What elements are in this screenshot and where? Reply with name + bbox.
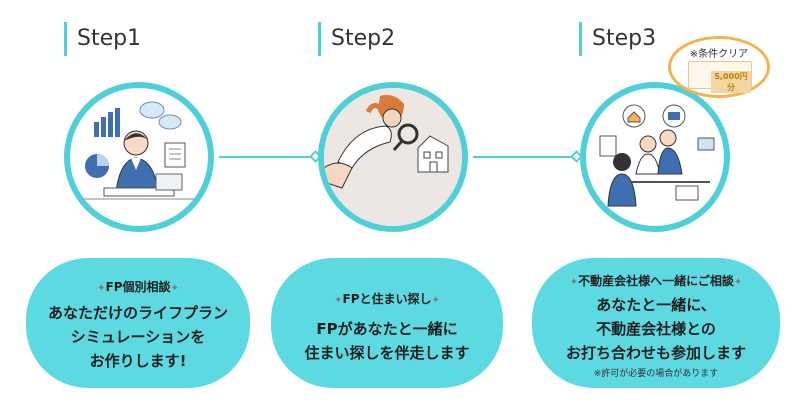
sparkle-icon: ✦	[97, 283, 106, 294]
sparkle-icon: ✦	[431, 295, 440, 306]
step2-description: ✦FPと住まい探し✦ FPがあなたと一緒に 住まい探しを伴走します	[271, 258, 503, 388]
step2-label: Step2	[318, 22, 395, 56]
step3-body-line: 不動産会社様との	[596, 320, 716, 338]
step1-description: ✦FP個別相談✦ あなただけのライフプラン シミュレーションを お作りします!	[26, 258, 250, 388]
step3-note: ※許可が必要の場合があります	[593, 369, 719, 379]
bonus-condition-text: ※条件クリア	[689, 49, 749, 60]
step1-label: Step1	[64, 22, 141, 56]
bonus-amount: 5,000円分	[711, 71, 751, 93]
step2-title: FPと住まい探し	[342, 292, 432, 306]
step2-body-line: FPがあなたと一緒に	[316, 320, 458, 338]
step1-title: FP個別相談	[105, 280, 171, 294]
step1-body-line: シミュレーションを	[70, 328, 206, 346]
step3-body-line: お打ち合わせも参加します	[565, 344, 746, 362]
meeting-icon	[599, 104, 715, 207]
step3-label: Step3	[579, 22, 656, 56]
step-connector-1-2	[219, 156, 318, 158]
step-connector-2-3	[473, 156, 580, 158]
house-search-icon	[324, 88, 462, 226]
sparkle-icon: ✦	[733, 277, 743, 288]
step2-illustration	[318, 82, 468, 232]
step1-body-line: あなただけのライフプラン	[47, 304, 228, 322]
sparkle-icon: ✦	[334, 295, 343, 306]
step3-description: ✦不動産会社様へ一緒にご相談✦ あなたと一緒に、 不動産会社様との お打ち合わせ…	[532, 258, 780, 388]
bonus-badge: ※条件クリア 5,000円分	[668, 36, 770, 98]
step3-title: 不動産会社様へ一緒にご相談	[578, 274, 734, 288]
step1-illustration	[64, 82, 214, 232]
step3-illustration	[580, 82, 730, 232]
gift-card-icon: 5,000円分	[688, 61, 752, 93]
consultant-icon	[82, 101, 196, 200]
step1-body-line: お作りします!	[89, 352, 187, 370]
sparkle-icon: ✦	[170, 283, 179, 294]
step2-body-line: 住まい探しを伴走します	[304, 344, 470, 362]
step3-body-line: あなたと一緒に、	[596, 296, 716, 314]
sparkle-icon: ✦	[569, 277, 579, 288]
